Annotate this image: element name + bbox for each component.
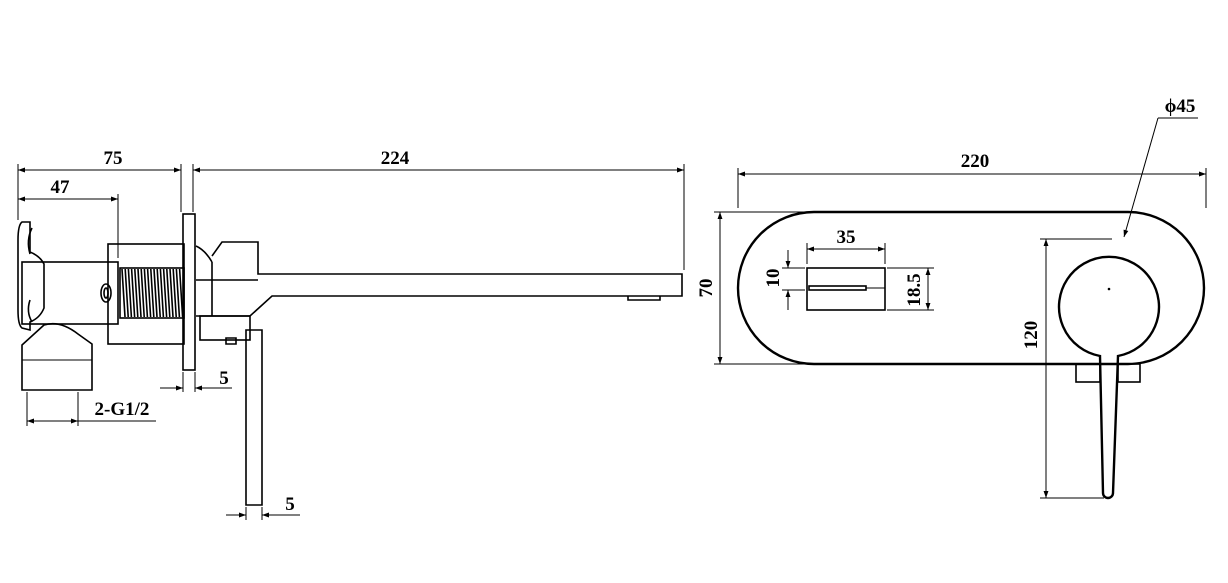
dim-plate-height: 70	[696, 279, 717, 298]
dim-outlet-width: 35	[837, 227, 856, 248]
dim-handle-diameter: ϕ45	[1165, 96, 1196, 117]
thread-line	[130, 268, 136, 318]
thread-line	[162, 268, 168, 318]
dim-outlet-height: 18.5	[904, 273, 925, 306]
thread-line	[153, 268, 158, 318]
wall-plate	[182, 213, 196, 371]
thread-line	[137, 268, 142, 318]
side-view: 75 47 224 5 2-G1/2 5	[17, 148, 685, 520]
spout	[195, 241, 683, 317]
thread-line	[169, 268, 174, 318]
thread-line	[175, 268, 181, 318]
thread-line	[140, 268, 145, 318]
dim-handle-thickness: 5	[285, 494, 295, 515]
dim-total-body: 75	[104, 148, 123, 169]
threaded-shaft	[119, 267, 185, 319]
valve-body	[17, 221, 185, 391]
thread-line	[121, 268, 126, 318]
thread-line	[134, 268, 139, 318]
handle-front	[1057, 255, 1161, 500]
thread-line	[156, 268, 161, 318]
spout-outlet	[806, 267, 886, 311]
thread-line	[127, 268, 133, 318]
dim-spout-length: 224	[381, 148, 410, 169]
dim-plate-thickness: 5	[219, 368, 229, 389]
thread-line	[159, 268, 165, 318]
thread-line	[124, 268, 129, 318]
thread-line	[178, 268, 184, 318]
dim-outlet-slot: 10	[763, 269, 784, 288]
thread-line	[150, 268, 155, 318]
thread-line	[166, 268, 171, 318]
dim-handle-length: 120	[1021, 321, 1042, 350]
front-view: 220 70 35 10 18.5 120 ϕ45	[696, 96, 1207, 500]
thread-line	[146, 268, 152, 318]
thread-line	[143, 268, 149, 318]
back-plate	[736, 210, 1206, 366]
thread-line	[172, 268, 177, 318]
dim-thread: 2-G1/2	[95, 399, 150, 420]
dim-plate-width: 220	[961, 151, 990, 172]
handle-lever	[199, 315, 263, 506]
dim-body-inner: 47	[51, 177, 71, 198]
